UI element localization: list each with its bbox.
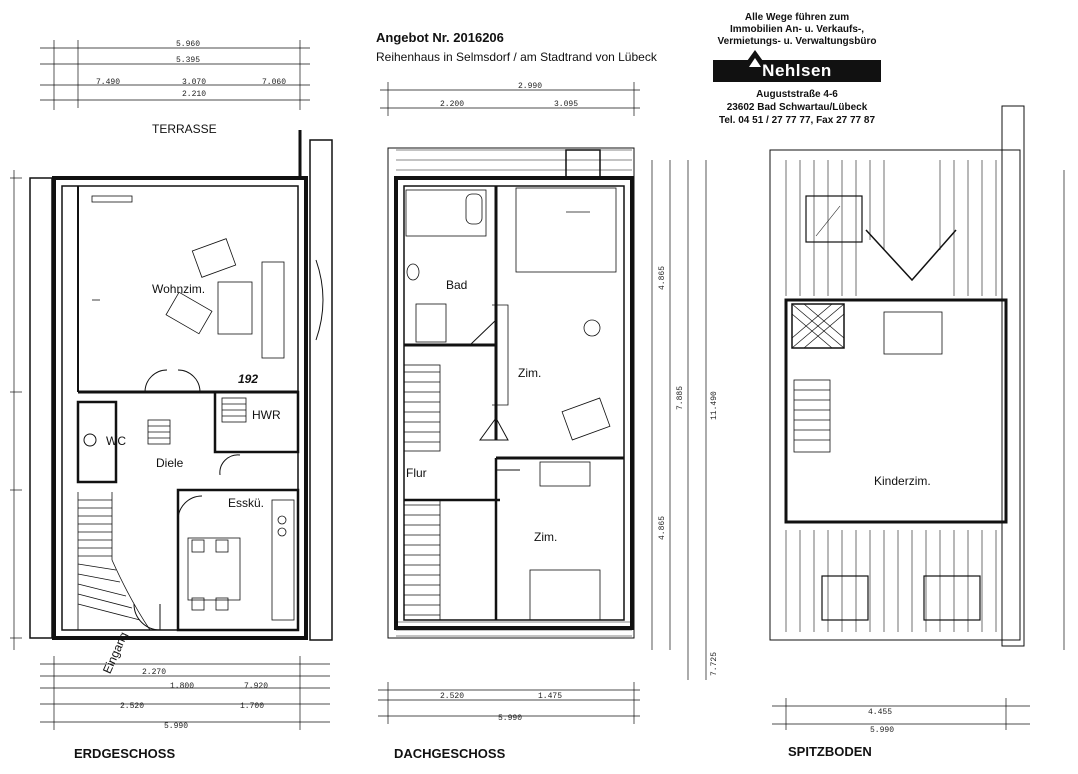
room-wc: WC <box>106 434 126 448</box>
room-esskueche: Esskü. <box>228 496 265 510</box>
dim-label: 2.990 <box>518 82 542 91</box>
offer-number: Angebot Nr. 2016206 <box>376 30 504 45</box>
handwritten-note: 192 <box>238 372 259 386</box>
dim-label: 4.455 <box>868 708 892 717</box>
dim-label: 2.200 <box>440 100 464 109</box>
dim-label: 5.960 <box>176 40 200 49</box>
logo-inner-triangle-icon <box>749 58 761 67</box>
dim-label: 1.700 <box>240 702 264 711</box>
dim-label: 5.990 <box>870 726 894 735</box>
dim-label: 2.210 <box>182 90 206 99</box>
dim-label: 7.885 <box>676 386 685 410</box>
dim-label: 4.865 <box>658 266 667 290</box>
floor-label-dachgeschoss: DACHGESCHOSS <box>394 746 506 761</box>
dim-label: 3.095 <box>554 100 578 109</box>
agency-address: Auguststraße 4-6 23602 Bad Schwartau/Lüb… <box>712 88 882 127</box>
dim-label: 2.520 <box>440 692 464 701</box>
dim-label: 5.990 <box>498 714 522 723</box>
floor-label-erdgeschoss: ERDGESCHOSS <box>74 746 176 761</box>
offer-subtitle: Reihenhaus in Selmsdorf / am Stadtrand v… <box>376 50 657 64</box>
dim-label: 5.990 <box>164 722 188 731</box>
dim-label: 7.920 <box>244 682 268 691</box>
dim-label: 7.490 <box>96 78 120 87</box>
room-diele: Diele <box>156 456 184 470</box>
dachgeschoss-plan <box>378 82 707 724</box>
room-kinderzimmer: Kinderzim. <box>874 474 931 488</box>
dim-label: 1.800 <box>170 682 194 691</box>
dim-label: 7.060 <box>262 78 286 87</box>
room-wohnzimmer: Wohnzim. <box>152 282 206 296</box>
agency-city: 23602 Bad Schwartau/Lübeck <box>726 102 868 113</box>
dim-label: 2.520 <box>120 702 144 711</box>
agency-logo-text: Nehlsen <box>762 61 832 80</box>
room-hwr: HWR <box>252 408 281 422</box>
agency-line3: Vermietungs- u. Verwaltungsbüro <box>717 36 877 47</box>
room-bad: Bad <box>446 278 468 292</box>
erdgeschoss-plan <box>10 40 333 730</box>
dim-label: 5.395 <box>176 56 200 65</box>
dim-label: 11.490 <box>710 391 719 420</box>
floor-label-spitzboden: SPITZBODEN <box>788 744 872 759</box>
room-zimmer-2: Zim. <box>534 530 558 544</box>
agency-line2: Immobilien An- u. Verkaufs-, <box>729 24 865 35</box>
agency-logo: Nehlsen <box>713 60 881 82</box>
agency-tagline: Alle Wege führen zum Immobilien An- u. V… <box>712 12 882 48</box>
room-flur: Flur <box>406 466 427 480</box>
agency-street: Auguststraße 4-6 <box>756 89 838 100</box>
dim-label: 7.725 <box>710 652 719 676</box>
agency-line1: Alle Wege führen zum <box>744 12 850 23</box>
dim-label: 1.475 <box>538 692 562 701</box>
agency-phone: Tel. 04 51 / 27 77 77, Fax 27 77 87 <box>718 115 876 126</box>
dim-label: 3.070 <box>182 78 206 87</box>
dim-label: 4.865 <box>658 516 667 540</box>
dim-label: 2.270 <box>142 668 166 677</box>
terrace-label: TERRASSE <box>152 122 217 136</box>
spitzboden-plan <box>769 105 1065 730</box>
room-zimmer-1: Zim. <box>518 366 542 380</box>
